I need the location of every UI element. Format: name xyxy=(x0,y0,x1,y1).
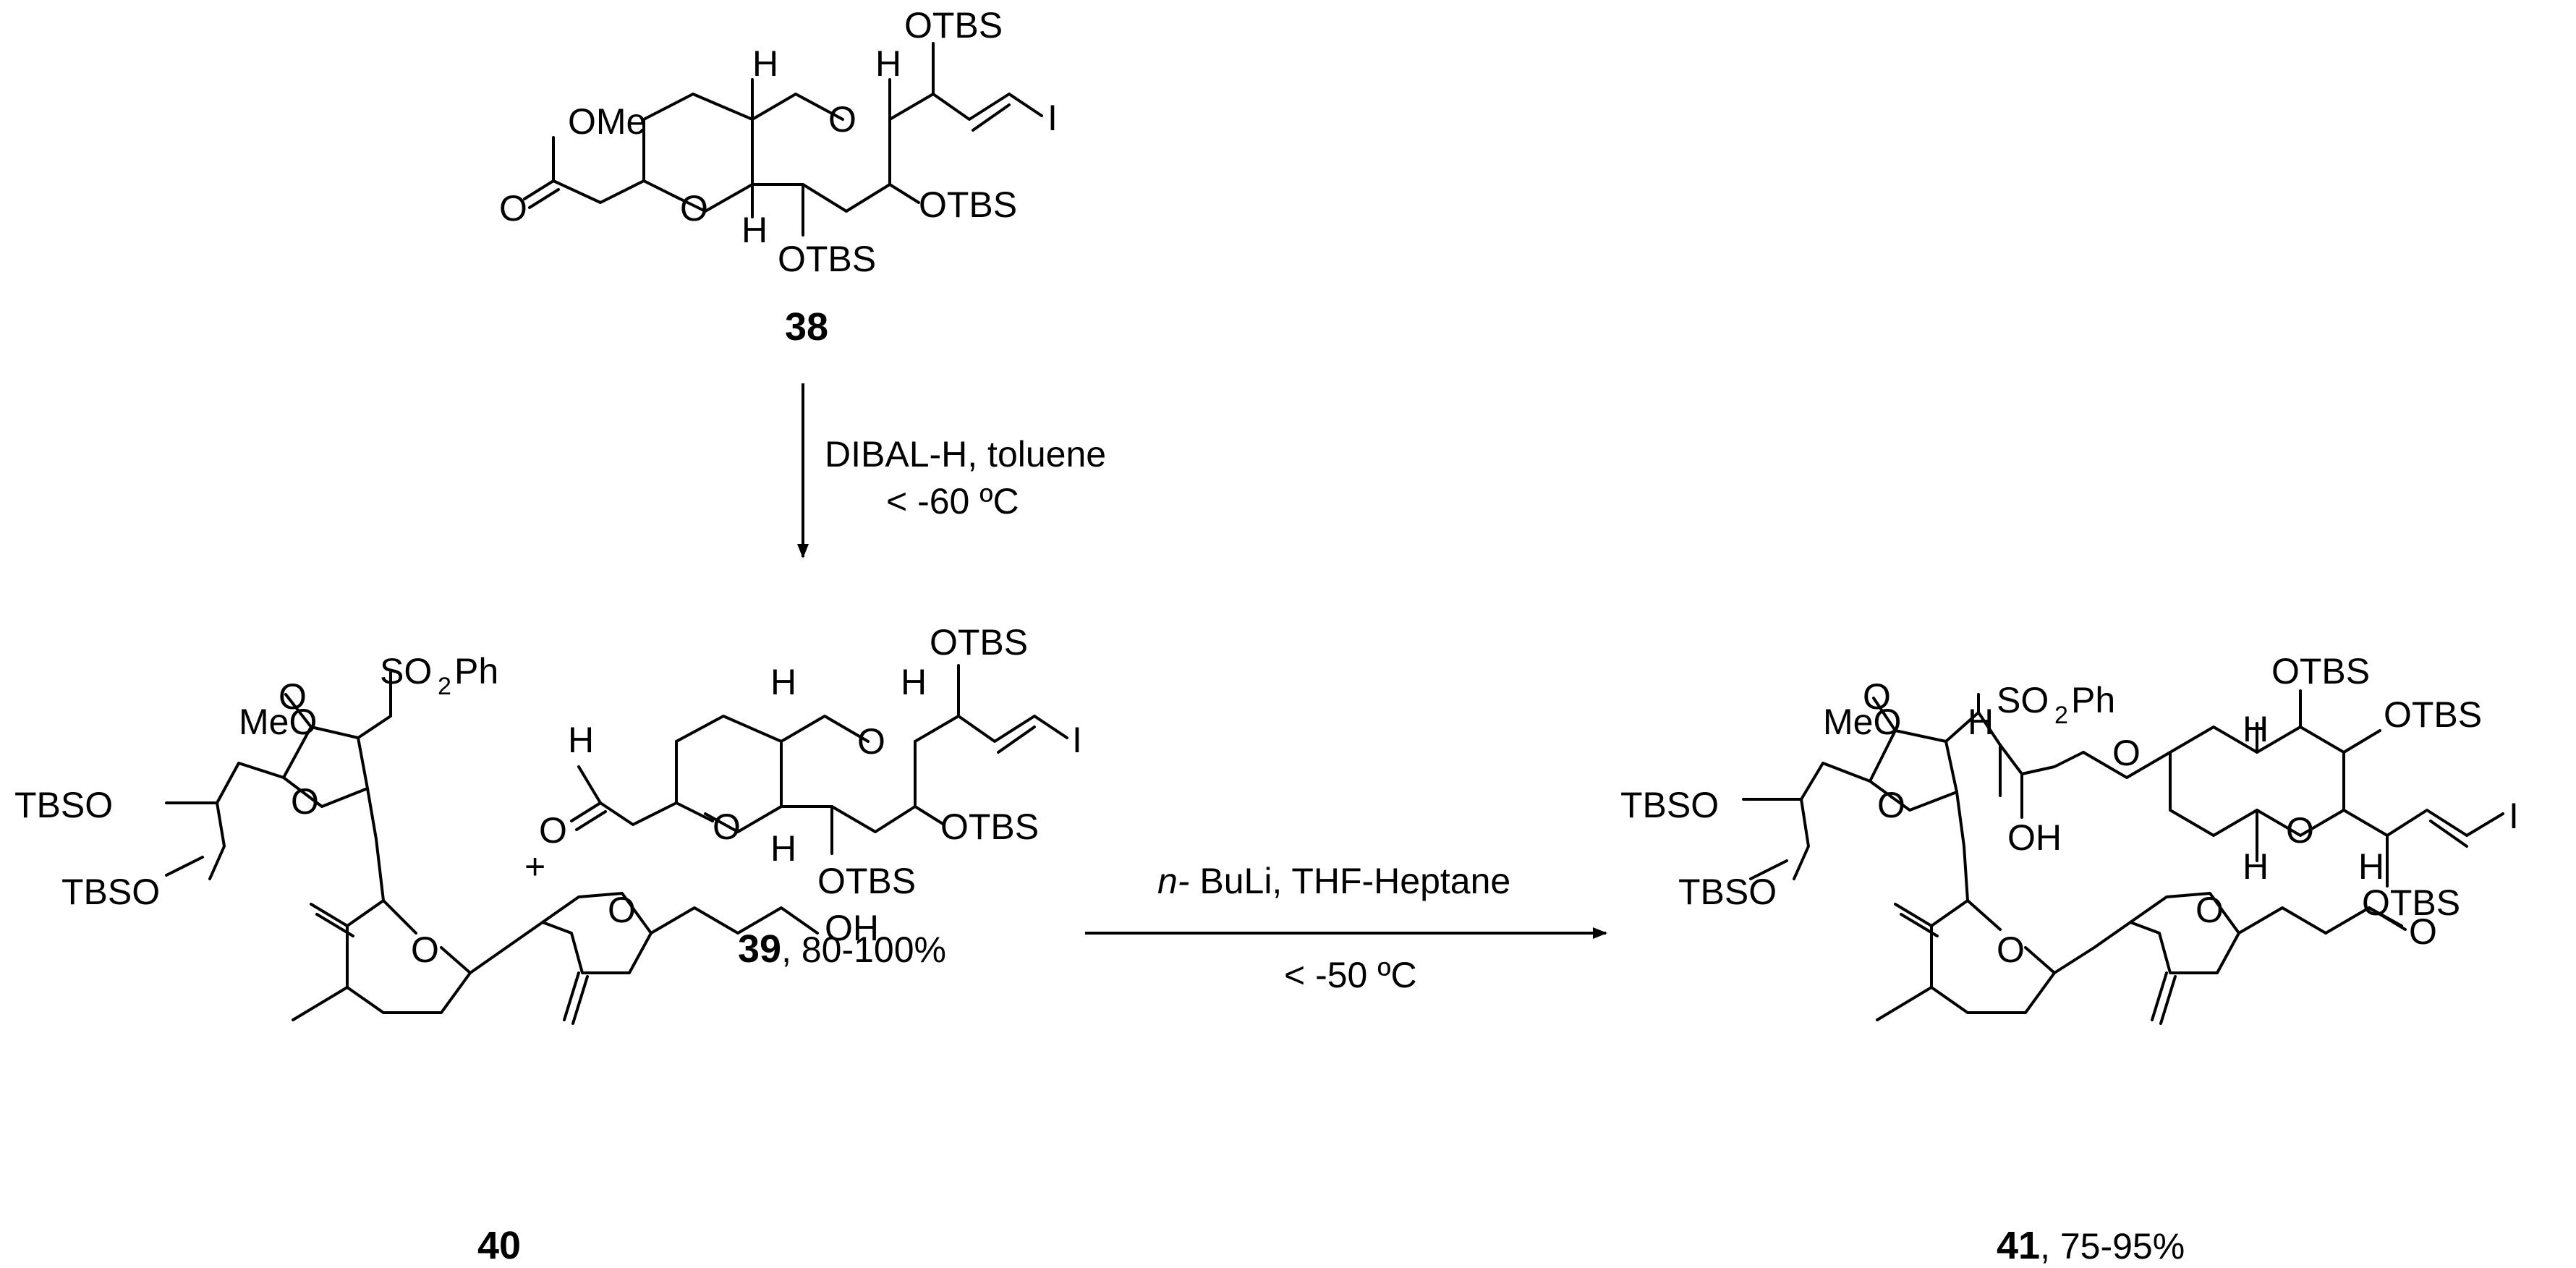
compound-number-39: 39 xyxy=(738,927,781,971)
subscript: 2 xyxy=(438,673,451,700)
atom-label: H xyxy=(2243,709,2269,749)
atom-label: OTBS xyxy=(2362,882,2460,923)
atom-label: H xyxy=(2243,846,2269,887)
atom-label: O xyxy=(608,890,636,930)
atom-label: O xyxy=(1877,785,1905,825)
atom-label: OH xyxy=(2007,817,2062,858)
atom-label: OTBS xyxy=(919,184,1017,225)
compound-39-labels: H O O O H H H OTBS OTBS OTBS I xyxy=(539,622,1082,901)
compound-41-caption: 41, 75-95% xyxy=(1997,1224,2185,1267)
atom-label: H xyxy=(741,210,768,250)
atom-label: TBSO xyxy=(1678,872,1777,912)
atom-label: OMe xyxy=(568,101,646,142)
atom-label: O xyxy=(2286,810,2314,851)
atom-label: H xyxy=(752,43,778,84)
step-1: DIBAL-H, toluene < -60 ºC xyxy=(797,383,1106,558)
atom-label: MeO xyxy=(1823,702,1901,742)
compound-number-41: 41 xyxy=(1997,1224,2040,1267)
compound-number-38: 38 xyxy=(785,305,828,349)
atom-label: OTBS xyxy=(817,861,916,901)
atom-label: H xyxy=(1968,702,1994,742)
compound-41-bonds xyxy=(1742,689,2504,1025)
atom-label: OTBS xyxy=(778,239,876,279)
compound-39-bonds xyxy=(570,664,1068,855)
sulfonyl-label: SO 2 Ph xyxy=(1997,680,2115,729)
atom-label: OTBS xyxy=(2384,694,2482,735)
atom-label: H xyxy=(568,720,594,760)
reagent-text: BuLi, THF-Heptane xyxy=(1189,861,1510,901)
atom-label: OTBS xyxy=(940,807,1039,847)
step-2-conditions: < -50 ºC xyxy=(1284,955,1417,995)
atom-label: O xyxy=(680,188,708,229)
atom-label: O xyxy=(279,676,307,717)
atom-label: O xyxy=(2409,911,2437,952)
atom-label: H xyxy=(2358,846,2384,887)
compound-39: H O O O H H H OTBS OTBS OTBS I 39, 80-10… xyxy=(539,622,1082,971)
compound-41: MeO O H SO 2 Ph OH O TBSO TBSO O O H H H… xyxy=(1620,651,2519,1267)
atom-label: O xyxy=(2112,733,2141,773)
atom-label: O xyxy=(857,721,885,762)
atom-label: OTBS xyxy=(930,622,1028,663)
atom-label: I xyxy=(2509,796,2519,836)
compound-38-labels: OMe O O O H H H OTBS OTBS OTBS I xyxy=(499,5,1058,279)
atom-label: H xyxy=(770,828,796,869)
atom-label: O xyxy=(499,188,527,229)
atom-label: O xyxy=(1863,676,1891,717)
atom-label: I xyxy=(1072,720,1082,760)
atom-label: OH xyxy=(825,908,879,948)
atom-label: O xyxy=(1997,929,2025,970)
atom-label: Ph xyxy=(2071,680,2115,720)
atom-label: SO xyxy=(380,651,432,692)
atom-label: H xyxy=(875,43,901,84)
compound-41-labels: MeO O H SO 2 Ph OH O TBSO TBSO O O H H H… xyxy=(1620,651,2519,970)
atom-label: O xyxy=(713,807,741,847)
atom-label: OTBS xyxy=(2271,651,2370,692)
atom-label: TBSO xyxy=(14,785,113,825)
atom-label: O xyxy=(2195,890,2224,930)
compound-40-labels: MeO O SO 2 Ph O TBSO TBSO O O OH xyxy=(14,651,879,970)
atom-label: TBSO xyxy=(61,872,160,912)
atom-label: H xyxy=(770,662,796,702)
compound-number-40: 40 xyxy=(477,1224,521,1267)
compound-38: OMe O O O H H H OTBS OTBS OTBS I 38 xyxy=(499,5,1058,349)
atom-label: O xyxy=(291,781,319,822)
compound-38-bonds xyxy=(523,42,1043,237)
step-2: n- BuLi, THF-Heptane < -50 ºC xyxy=(1085,861,1607,995)
atom-label: H xyxy=(901,662,927,702)
atom-label: MeO xyxy=(239,702,317,742)
step-1-reagents: DIBAL-H, toluene xyxy=(825,434,1106,475)
step-2-reagents: n- BuLi, THF-Heptane xyxy=(1157,861,1510,901)
atom-label: O xyxy=(411,929,439,970)
atom-label: I xyxy=(1047,98,1058,138)
compound-39-yield: , 80-100% xyxy=(781,929,946,970)
italic-prefix: n- xyxy=(1157,861,1189,901)
atom-label: Ph xyxy=(454,651,498,692)
atom-label: TBSO xyxy=(1620,785,1719,825)
compound-39-caption: 39, 80-100% xyxy=(738,927,946,971)
atom-label: OTBS xyxy=(904,5,1003,46)
subscript: 2 xyxy=(2054,702,2068,729)
plus-sign: + xyxy=(524,846,545,887)
atom-label: O xyxy=(539,810,567,851)
sulfonyl-label: SO 2 Ph xyxy=(380,651,498,700)
compound-40: MeO O SO 2 Ph O TBSO TBSO O O OH 40 xyxy=(14,651,879,1267)
atom-label: O xyxy=(828,99,856,140)
atom-label: SO xyxy=(1997,680,2049,720)
step-1-conditions: < -60 ºC xyxy=(886,481,1019,522)
compound-40-bonds xyxy=(165,671,819,1025)
compound-41-yield: , 75-95% xyxy=(2040,1226,2185,1267)
